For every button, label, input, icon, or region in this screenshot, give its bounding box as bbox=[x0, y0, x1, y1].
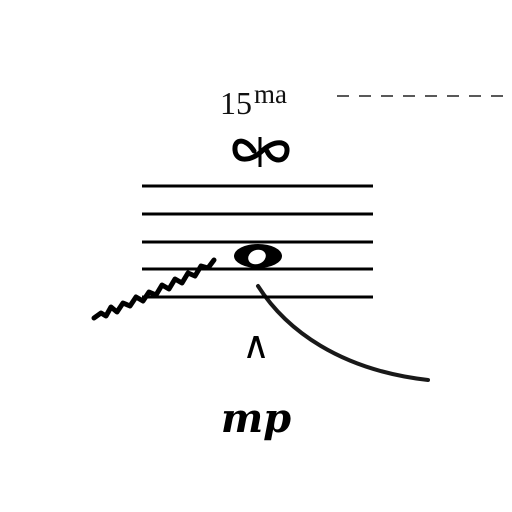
ottava-number: 15 bbox=[220, 85, 252, 121]
marcato-icon: ∧ bbox=[242, 323, 270, 367]
ottava-suffix: ma bbox=[254, 79, 287, 109]
glissando-wavy-line bbox=[91, 257, 217, 321]
staff bbox=[142, 184, 373, 299]
dynamic-marking: mp bbox=[221, 395, 291, 442]
whole-note bbox=[234, 244, 282, 268]
ottava-marking: 15 ma bbox=[220, 79, 512, 121]
fall-off-line bbox=[256, 284, 430, 382]
inverted-turn-icon bbox=[232, 137, 290, 167]
